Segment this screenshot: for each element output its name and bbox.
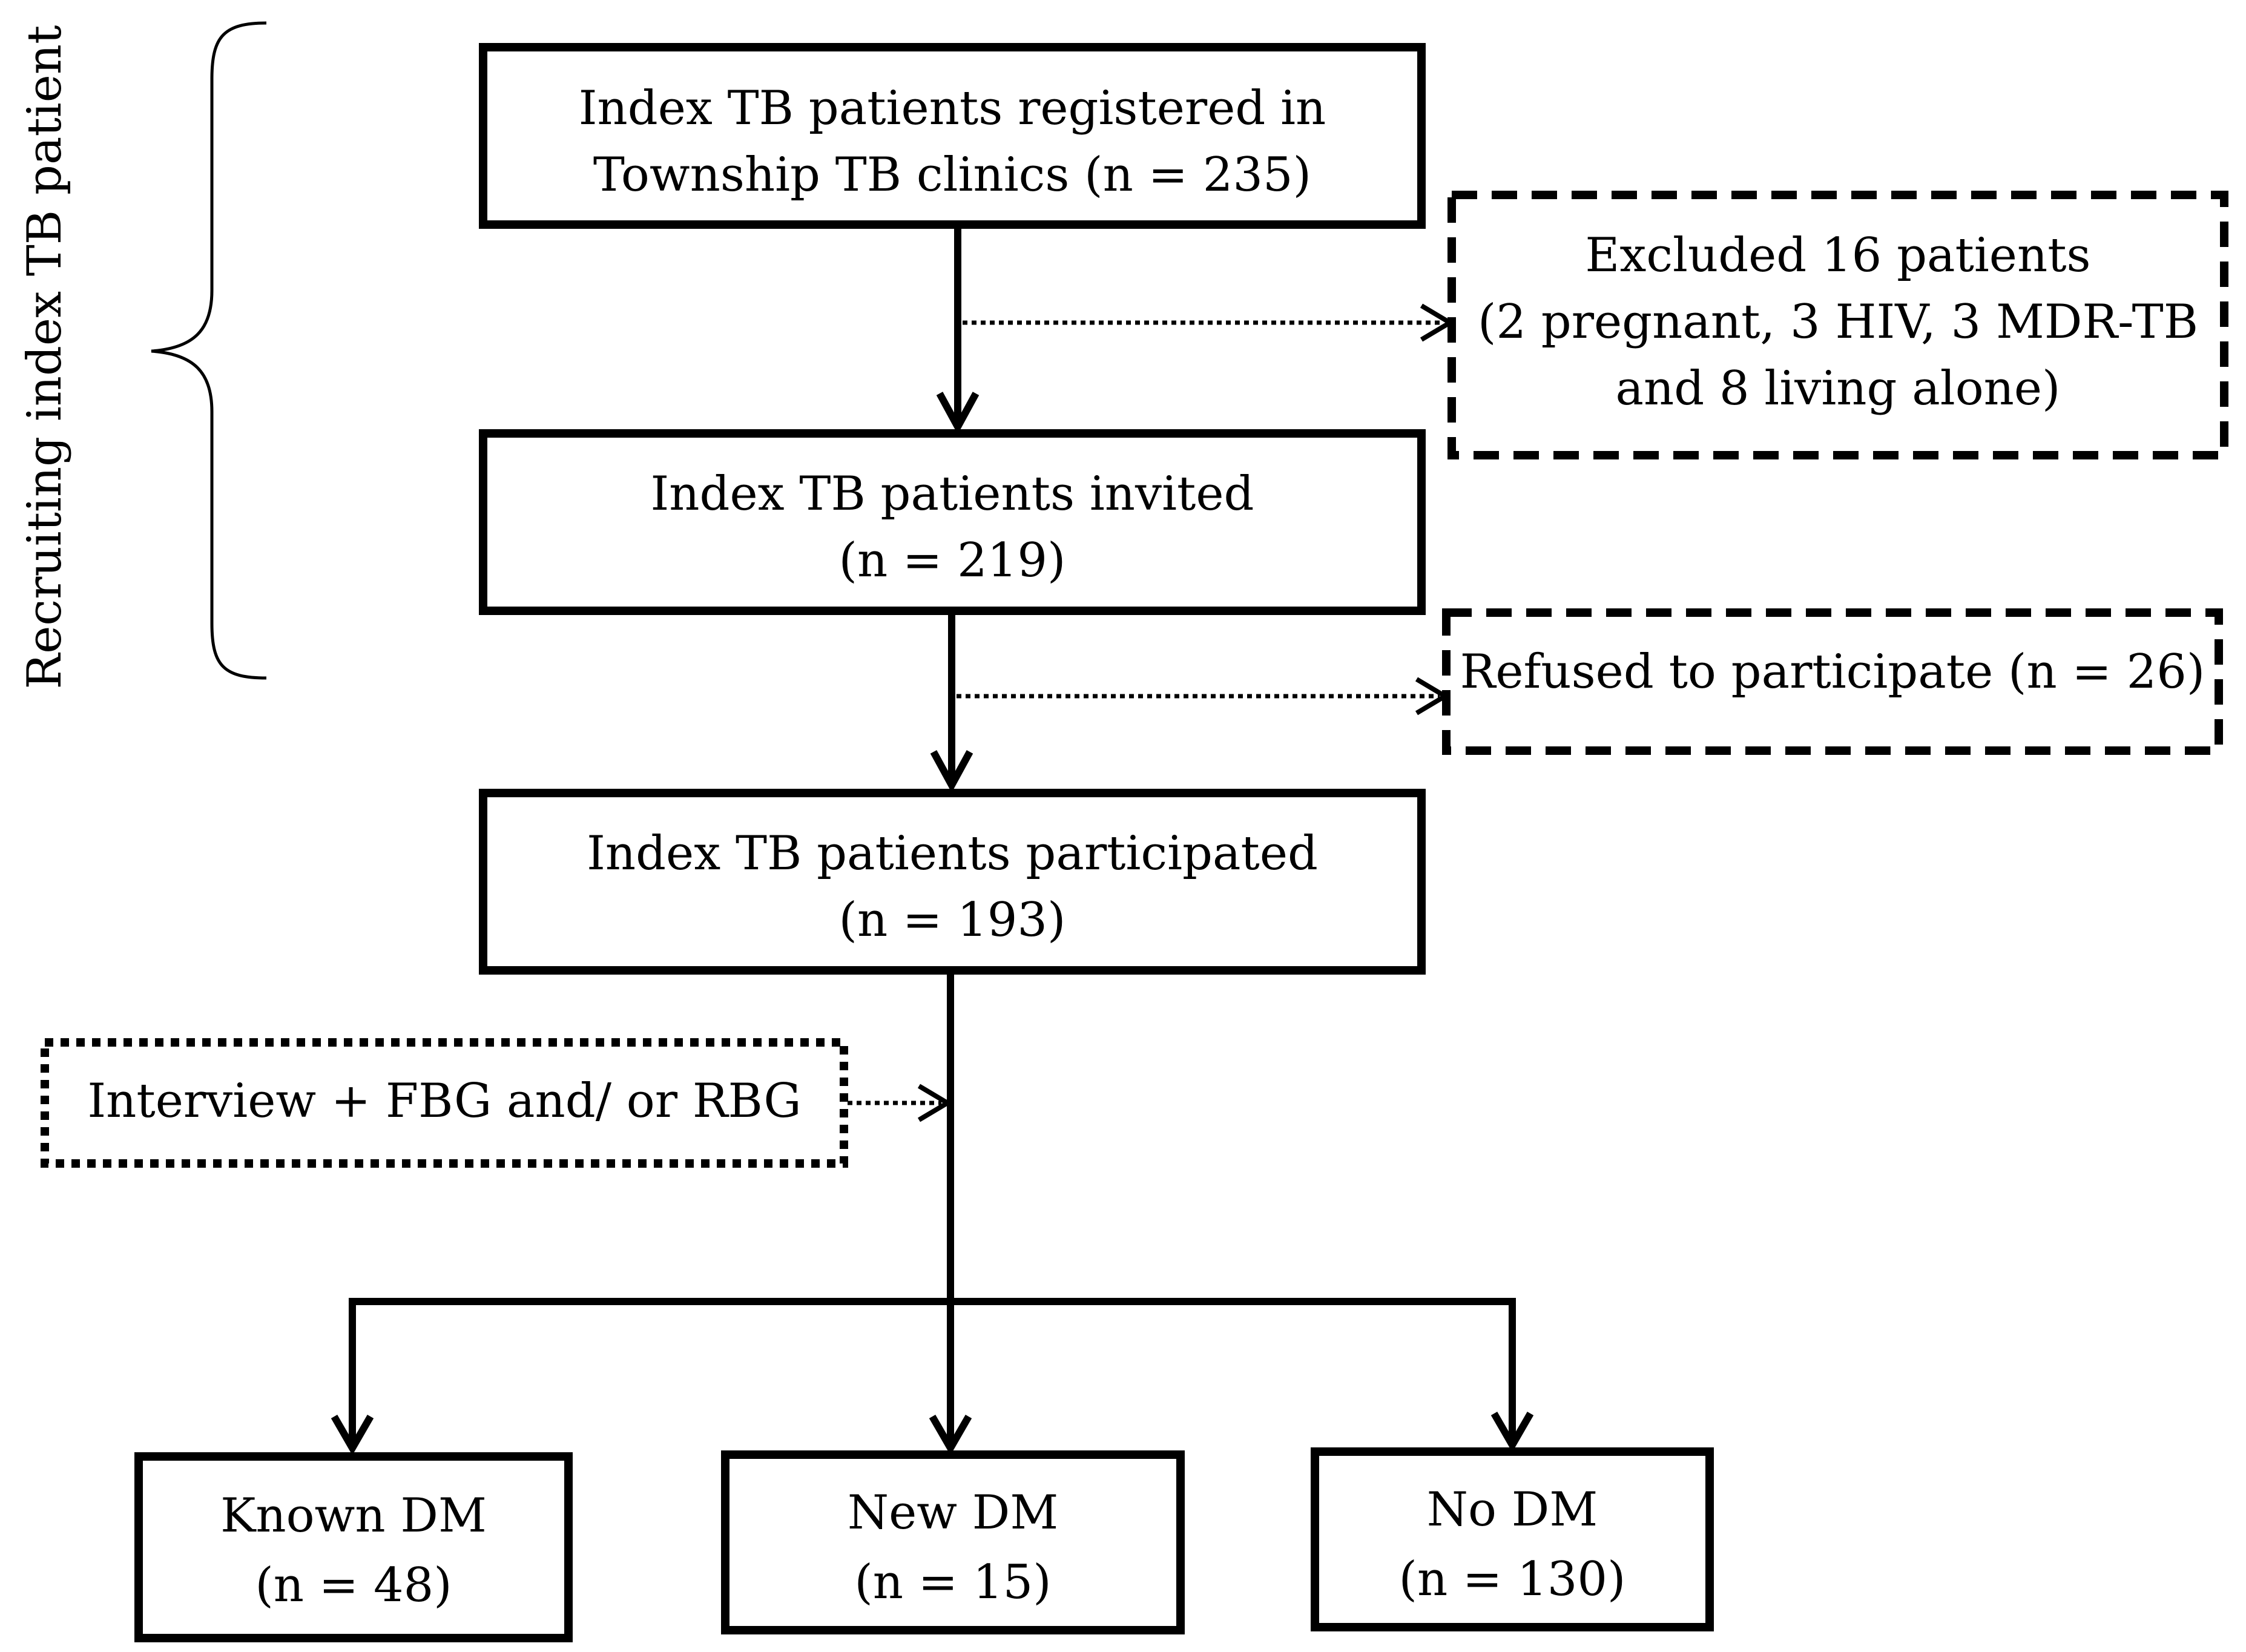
box-invited-line2: (n = 219) bbox=[839, 533, 1066, 588]
box-new-dm: New DM (n = 15) bbox=[721, 1450, 1185, 1634]
dotted-arrow-to-excluded bbox=[963, 303, 1455, 342]
box-participated: Index TB patients participated (n = 193) bbox=[479, 789, 1426, 975]
box-registered: Index TB patients registered in Township… bbox=[479, 43, 1426, 229]
connector-invited-to-participated bbox=[930, 611, 973, 793]
box-registered-line1: Index TB patients registered in bbox=[579, 81, 1326, 136]
box-excluded-line1: Excluded 16 patients bbox=[1585, 228, 2090, 283]
box-participated-line2: (n = 193) bbox=[839, 893, 1066, 947]
connector-split bbox=[331, 1298, 1534, 1456]
box-no-dm-line2: (n = 130) bbox=[1399, 1552, 1626, 1607]
box-interview: Interview + FBG and/ or RBG bbox=[41, 1038, 848, 1168]
box-participated-line1: Index TB patients participated bbox=[587, 826, 1318, 881]
connector-registered-to-invited bbox=[936, 225, 980, 435]
box-excluded-line3: and 8 living alone) bbox=[1616, 361, 2061, 416]
box-no-dm: No DM (n = 130) bbox=[1311, 1447, 1714, 1631]
box-invited: Index TB patients invited (n = 219) bbox=[479, 429, 1426, 615]
box-no-dm-line1: No DM bbox=[1427, 1483, 1598, 1537]
box-new-dm-line1: New DM bbox=[848, 1486, 1058, 1540]
box-refused: Refused to participate (n = 26) bbox=[1442, 608, 2223, 755]
box-known-dm: Known DM (n = 48) bbox=[134, 1452, 573, 1642]
box-registered-line2: Township TB clinics (n = 235) bbox=[593, 148, 1311, 202]
side-label: Recruiting index TB patient bbox=[18, 25, 72, 689]
box-excluded-line2: (2 pregnant, 3 HIV, 3 MDR-TB bbox=[1478, 295, 2198, 349]
box-refused-line1: Refused to participate (n = 26) bbox=[1460, 645, 2205, 699]
box-known-dm-line1: Known DM bbox=[220, 1489, 487, 1543]
grouping-brace bbox=[151, 21, 267, 680]
dotted-arrow-to-refused bbox=[957, 677, 1450, 716]
dotted-arrow-from-interview bbox=[848, 1084, 952, 1122]
box-interview-line1: Interview + FBG and/ or RBG bbox=[87, 1074, 801, 1128]
box-new-dm-line2: (n = 15) bbox=[854, 1555, 1051, 1610]
box-excluded: Excluded 16 patients (2 pregnant, 3 HIV,… bbox=[1447, 191, 2228, 459]
box-known-dm-line2: (n = 48) bbox=[255, 1558, 452, 1613]
box-invited-line1: Index TB patients invited bbox=[651, 467, 1254, 521]
